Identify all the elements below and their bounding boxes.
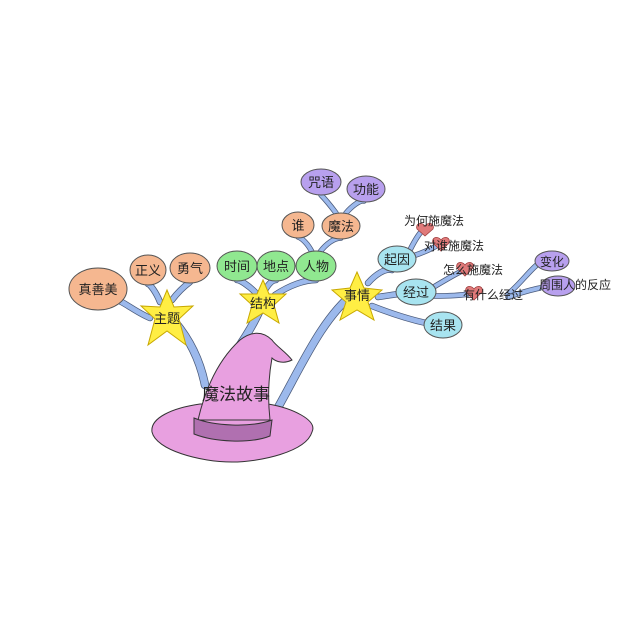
branch-theme-justice <box>145 281 163 305</box>
cause-child-why[interactable]: 为何施魔法 <box>404 213 464 228</box>
event-cause-node[interactable]: 起因 <box>384 253 410 268</box>
branch-magic-spell <box>319 193 338 215</box>
wizard-hat-icon: 魔法故事 <box>151 332 314 463</box>
outcome-reaction[interactable]: 周围人的反应 <box>539 277 611 292</box>
cause-child-whom[interactable]: 对谁施魔法 <box>424 238 484 253</box>
theme-child-justice[interactable]: 正义 <box>135 264 161 279</box>
branch-lines <box>108 192 543 423</box>
magic-child-spell[interactable]: 咒语 <box>308 176 334 191</box>
theme-child-courage[interactable]: 勇气 <box>177 261 203 277</box>
event-branch: 事情 起因 经过 结果 为何施魔法 对谁施魔法 怎么施魔法 有什么经过 变化 周… <box>330 213 611 339</box>
outcome-change[interactable]: 变化 <box>540 254 564 269</box>
star-icon <box>238 278 288 325</box>
structure-node[interactable]: 结构 <box>250 297 276 312</box>
branch-what-change <box>506 262 540 296</box>
structure-child-time[interactable]: 时间 <box>224 260 250 275</box>
heart-icon <box>416 223 434 237</box>
event-node[interactable]: 事情 <box>344 289 370 304</box>
structure-branch: 结构 时间 地点 人物 谁 魔法 咒语 功能 <box>216 168 386 325</box>
character-child-who[interactable]: 谁 <box>291 219 304 234</box>
process-child-how[interactable]: 怎么施魔法 <box>443 262 503 277</box>
branch-hat-event <box>268 288 359 422</box>
event-process-node[interactable]: 经过 <box>403 286 429 301</box>
structure-child-place[interactable]: 地点 <box>263 260 289 275</box>
theme-branch: 主题 真善美 正义 勇气 <box>68 252 211 347</box>
process-child-what[interactable]: 有什么经过 <box>463 288 523 302</box>
branch-event-result <box>369 303 429 326</box>
branch-theme-courage <box>169 279 193 303</box>
magic-child-function[interactable]: 功能 <box>353 183 379 198</box>
star-icon <box>330 270 384 322</box>
character-child-magic[interactable]: 魔法 <box>328 220 354 235</box>
theme-child-goodness[interactable]: 真善美 <box>78 282 117 298</box>
star-icon <box>139 288 195 347</box>
central-topic: 魔法故事 <box>202 385 270 405</box>
event-result-node[interactable]: 结果 <box>430 319 456 334</box>
branch-what-reaction <box>506 286 542 299</box>
theme-node[interactable]: 主题 <box>154 312 180 327</box>
branch-process-what <box>432 292 470 298</box>
heart-icon <box>456 262 474 277</box>
structure-child-character[interactable]: 人物 <box>303 260 329 275</box>
heart-icon <box>465 286 483 301</box>
heart-icon <box>432 237 450 252</box>
